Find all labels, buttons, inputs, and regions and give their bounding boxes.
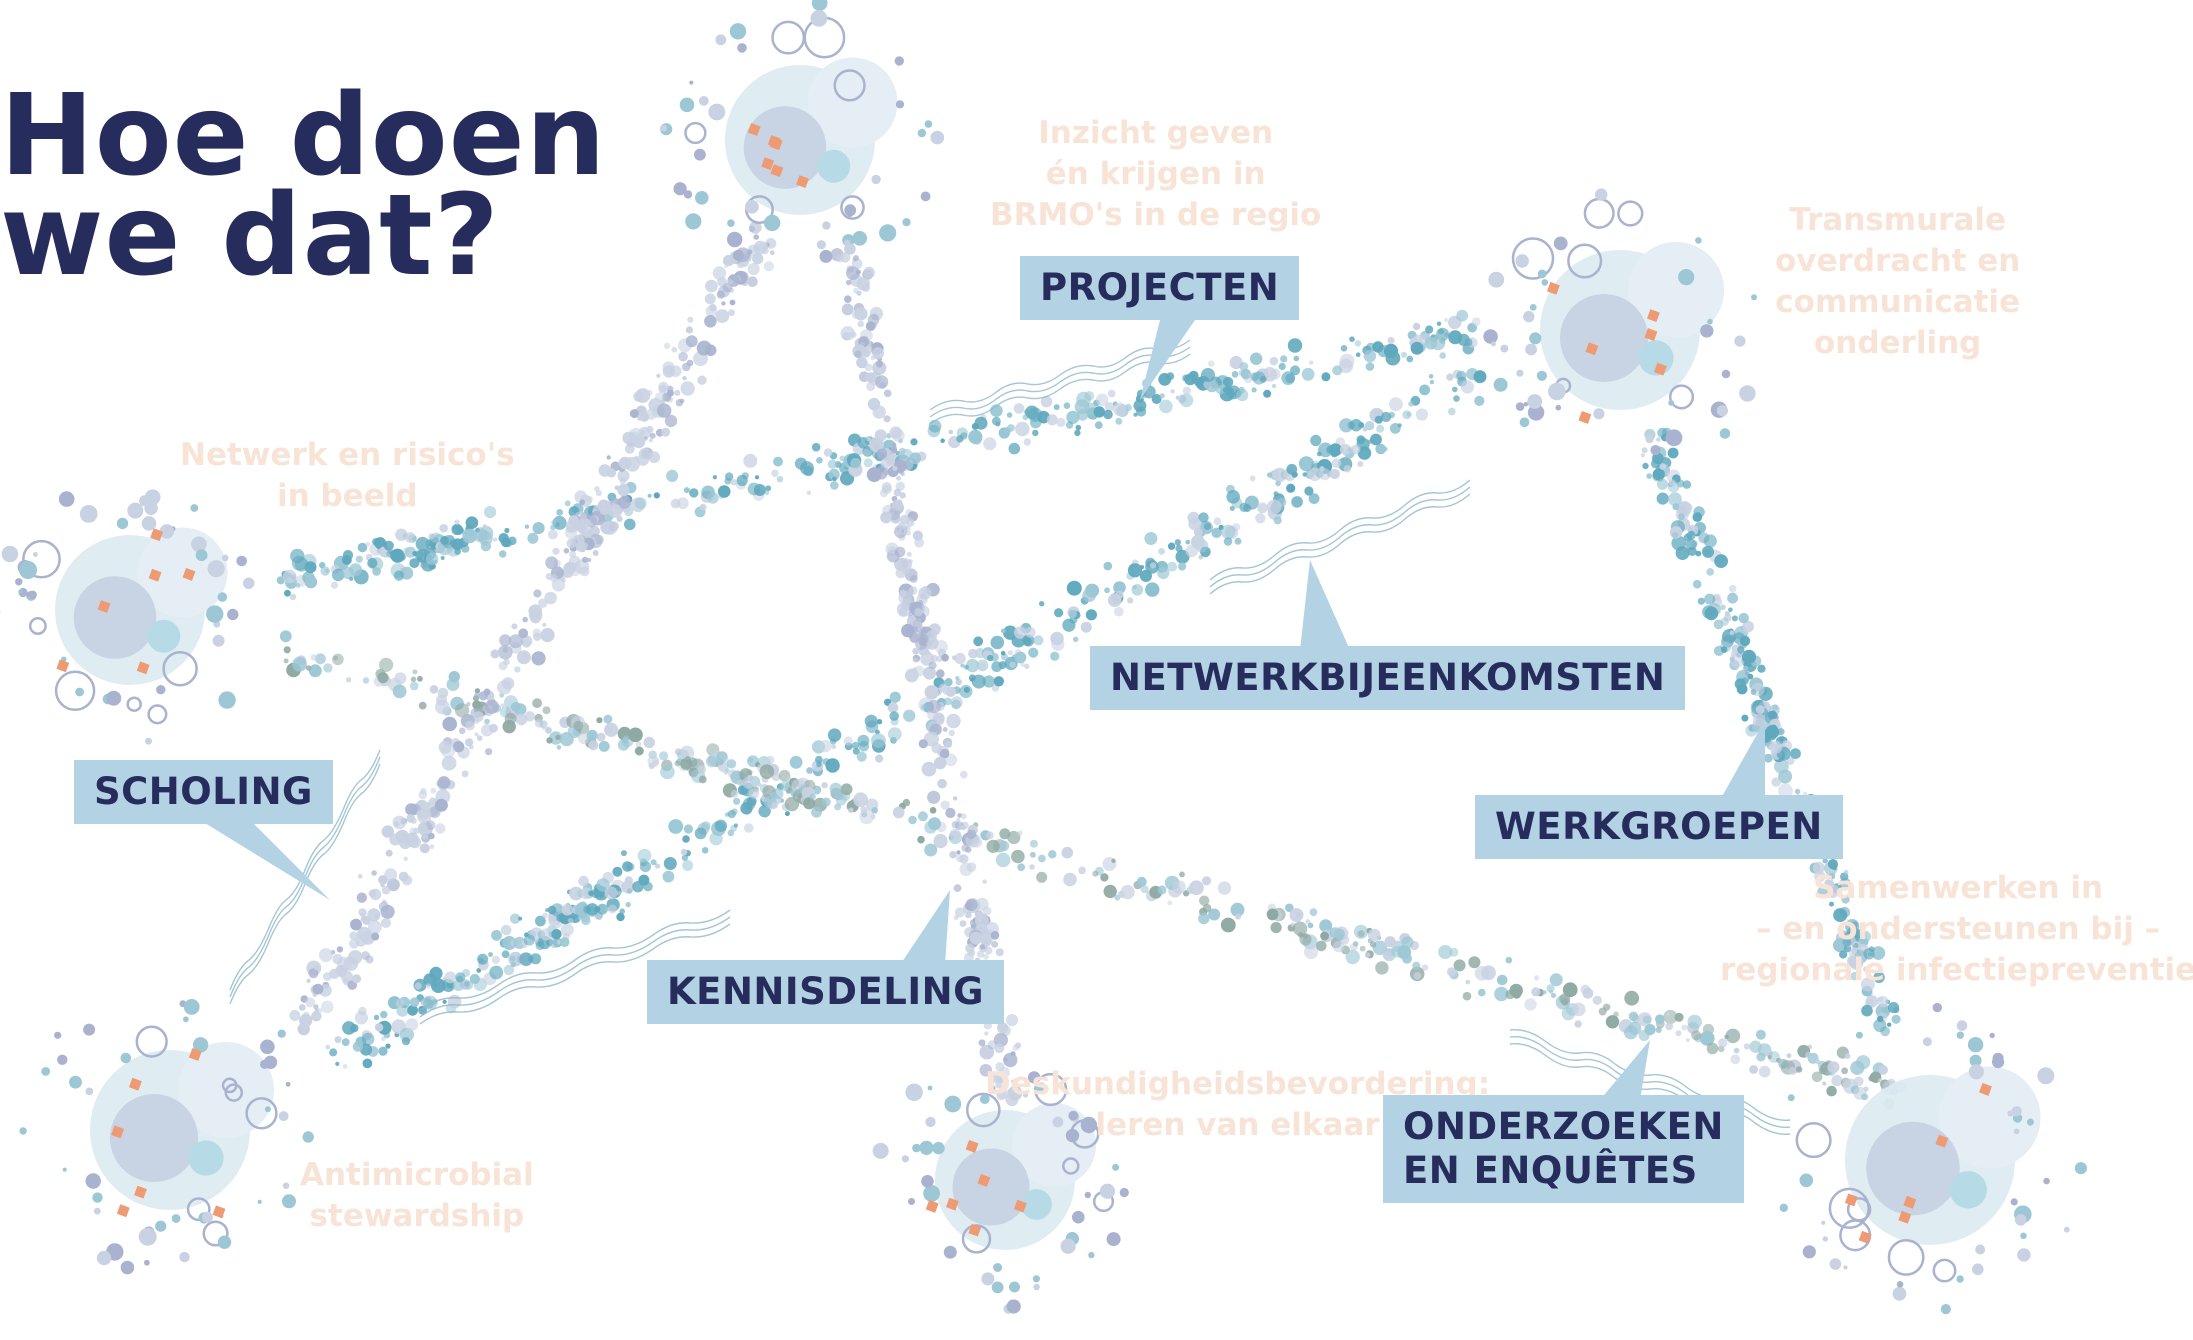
note-netwerk-risico-line-2: in beeld — [277, 478, 418, 514]
stream-bottom-left-to-top-right — [325, 368, 1487, 1069]
note-antimicrobial-line-2: stewardship — [309, 1198, 525, 1234]
pointer-kennisdeling — [900, 890, 950, 965]
note-samenwerken-line-2: – en ondersteunen bij – — [1756, 911, 2161, 947]
pointer-scholing — [200, 820, 330, 900]
cluster-bottom-left — [19, 999, 314, 1275]
cluster-bottom-center — [872, 1071, 1129, 1314]
note-inzicht: Inzicht geven én krijgen in BRMO's in de… — [990, 113, 1321, 236]
cluster-bottom-right — [1779, 1002, 2087, 1315]
waves-netwerk — [1209, 479, 1471, 595]
note-transmurale-line-3: communicatie — [1775, 284, 2021, 320]
callout-onderzoeken-line-2: EN ENQUÊTES — [1403, 1149, 1698, 1192]
note-transmurale: Transmurale overdracht en communicatie o… — [1775, 200, 2020, 364]
page-title: Hoe doen we dat? — [0, 71, 607, 301]
cluster-top — [659, 0, 945, 263]
callout-onderzoeken-enquetes: ONDERZOEKEN EN ENQUÊTES — [1383, 1095, 1744, 1203]
dotted-streams — [276, 221, 1906, 1110]
note-antimicrobial: Antimicrobial stewardship — [300, 1155, 534, 1237]
cluster-left — [0, 489, 255, 745]
stream-top-to-bottom-left — [289, 221, 777, 1036]
title-line-1: Hoe doen — [0, 71, 607, 201]
stream-top-right-to-bottom-right — [1640, 427, 1901, 1037]
pointer-werkgroepen — [1720, 720, 1765, 800]
callout-netwerkbijeenkomsten: NETWERKBIJEENKOMSTEN — [1090, 646, 1686, 710]
note-samenwerken: Samenwerken in – en ondersteunen bij – r… — [1720, 868, 2193, 991]
note-inzicht-line-2: én krijgen in — [1045, 156, 1266, 192]
callout-scholing: SCHOLING — [74, 760, 333, 824]
stream-top-to-bottom-center — [830, 248, 1029, 1107]
microbe-clusters — [0, 0, 2087, 1315]
waves-kennisdeling — [419, 909, 731, 1025]
note-deskundigheid-line-2: leren van elkaar — [1095, 1107, 1380, 1143]
note-inzicht-line-1: Inzicht geven — [1038, 115, 1274, 151]
cluster-top-right — [1483, 188, 1757, 470]
callout-projecten: PROJECTEN — [1020, 256, 1300, 320]
waves-projecten — [929, 339, 1191, 425]
pointer-netwerk — [1300, 560, 1350, 650]
stream-left-to-bottom-right — [279, 630, 1906, 1110]
note-inzicht-line-3: BRMO's in de regio — [990, 197, 1322, 233]
note-transmurale-line-2: overdracht en — [1775, 243, 2021, 279]
stream-left-to-top-right — [276, 309, 1481, 601]
waves-onderzoeken — [1509, 1029, 1791, 1135]
note-transmurale-line-1: Transmurale — [1789, 202, 2007, 238]
note-samenwerken-line-3: regionale infectiepreventie — [1720, 952, 2193, 988]
note-samenwerken-line-1: Samenwerken in — [1813, 870, 2104, 906]
note-netwerk-risico-line-1: Netwerk en risico's — [180, 437, 515, 473]
callout-werkgroepen: WERKGROEPEN — [1475, 795, 1843, 859]
callout-pointers — [200, 320, 1765, 1100]
note-netwerk-risico: Netwerk en risico's in beeld — [180, 435, 515, 517]
note-transmurale-line-4: onderling — [1813, 325, 1982, 361]
title-line-2: we dat? — [0, 171, 500, 301]
pointer-projecten — [1140, 320, 1195, 400]
pointer-onderzoeken — [1600, 1040, 1650, 1100]
callout-kennisdeling: KENNISDELING — [647, 960, 1004, 1024]
note-antimicrobial-line-1: Antimicrobial — [300, 1157, 534, 1193]
wave-lines — [229, 339, 1791, 1135]
callout-onderzoeken-line-1: ONDERZOEKEN — [1403, 1105, 1724, 1148]
